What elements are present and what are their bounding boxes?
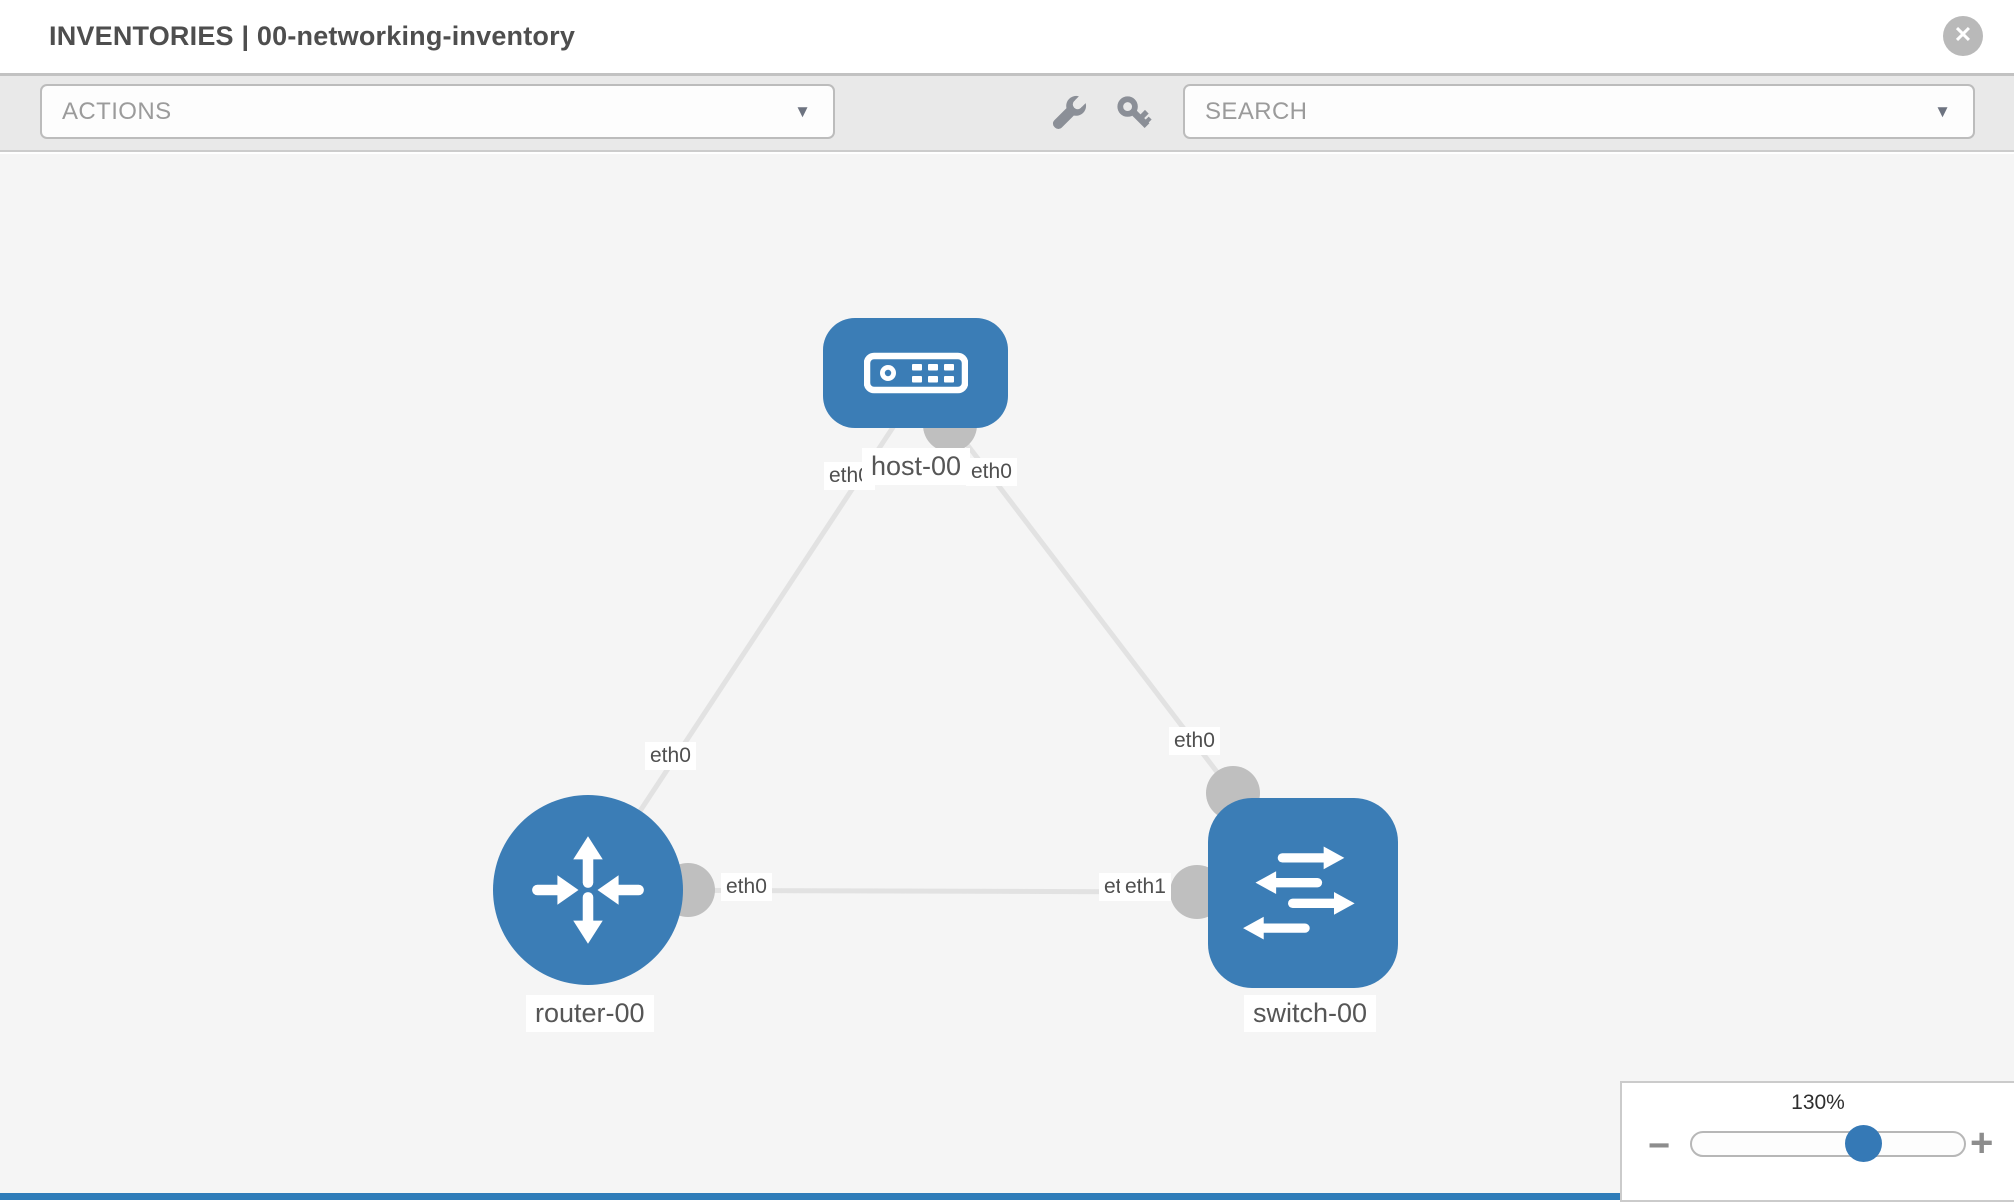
node-label-host-00: host-00 — [862, 448, 971, 485]
zoom-slider-handle[interactable] — [1845, 1125, 1882, 1162]
toolbar: ACTIONS ▼ — [0, 76, 2014, 152]
wrench-icon — [1052, 94, 1088, 130]
switch-icon — [1243, 846, 1355, 940]
interface-label-router-right: eth0 — [721, 873, 772, 901]
close-icon: ✕ — [1953, 22, 1973, 47]
zoom-level: 130% — [1791, 1091, 1845, 1114]
node-label-router-00: router-00 — [526, 995, 654, 1032]
page-title: INVENTORIES | 00-networking-inventory — [49, 21, 576, 51]
chevron-down-icon: ▼ — [1934, 102, 1951, 121]
footer-bar — [0, 1193, 1620, 1200]
interface-label-host-right: eth0 — [966, 458, 1017, 486]
node-label-switch-00: switch-00 — [1244, 995, 1377, 1032]
configure-button[interactable] — [1045, 91, 1091, 137]
zoom-slider-track[interactable] — [1690, 1125, 1966, 1162]
search-dropdown[interactable]: SEARCH ▼ — [1183, 84, 1975, 139]
host-icon — [863, 352, 968, 394]
credentials-button[interactable] — [1112, 91, 1158, 137]
header: INVENTORIES | 00-networking-inventory ✕ — [0, 0, 2014, 76]
search-placeholder: SEARCH — [1205, 98, 1308, 125]
actions-dropdown-label: ACTIONS — [62, 98, 172, 125]
node-switch-00[interactable] — [1208, 798, 1398, 988]
router-icon — [532, 836, 644, 944]
interface-label-router-top: eth0 — [645, 742, 696, 770]
close-button[interactable]: ✕ — [1943, 16, 1983, 56]
zoom-panel: 130% − + — [1620, 1081, 2014, 1202]
zoom-in-button[interactable]: + — [1970, 1121, 1994, 1165]
node-host-00[interactable] — [823, 318, 1008, 428]
topology-canvas[interactable]: host-00 router-00 switch-00 eth0 eth0 et… — [0, 154, 2014, 1200]
zoom-out-button[interactable]: − — [1648, 1125, 1671, 1167]
interface-label-host-left: eth0 — [824, 462, 875, 490]
interface-label-switch-top: eth0 — [1169, 727, 1220, 755]
links-layer — [585, 398, 1260, 919]
chevron-down-icon: ▼ — [794, 102, 811, 121]
key-icon — [1117, 96, 1152, 129]
interface-label-switch-left: eth1 — [1120, 873, 1171, 901]
node-router-00[interactable] — [493, 795, 683, 985]
actions-dropdown[interactable]: ACTIONS ▼ — [40, 84, 835, 139]
